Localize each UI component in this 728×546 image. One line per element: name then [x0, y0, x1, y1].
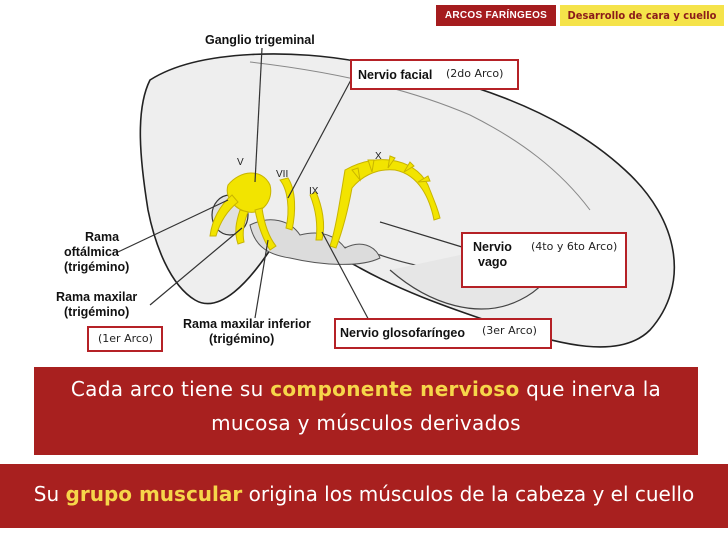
pharyngeal-arches	[249, 219, 381, 265]
footer-bar	[0, 464, 728, 528]
footer-text: Su grupo muscular origina los músculos d…	[0, 478, 728, 510]
label-facial-arc: (2do Arco)	[446, 67, 504, 80]
footer-pre: Su	[33, 482, 66, 506]
label-oftalmica-3: (trigémino)	[64, 260, 130, 274]
label-nervio-facial: Nervio facial	[358, 68, 433, 82]
mandibular-branch	[254, 207, 277, 251]
vagus-branches	[351, 155, 431, 183]
label-nervio-vago-2: vago	[478, 255, 508, 269]
label-oftalmica-2: oftálmica	[64, 245, 119, 259]
line-maxilar-inf	[254, 239, 269, 319]
ophthalmic-branch	[209, 194, 239, 237]
label-first-arc: (1er Arco)	[98, 332, 153, 345]
label-maxilar-inferior-2: (trigémino)	[209, 332, 275, 346]
embryo-inner-contour	[249, 61, 591, 211]
statement-panel	[34, 367, 698, 455]
label-box-facial	[350, 59, 519, 90]
section-tag: ARCOS FARÍNGEOS	[436, 5, 556, 26]
line-ganglio	[254, 47, 263, 183]
maxillary-branch	[235, 209, 249, 245]
label-oftalmica-1: Rama	[85, 230, 120, 244]
vagus-nerve	[329, 159, 441, 249]
line-maxilar	[149, 227, 243, 306]
label-nervio-glosofaringeo: Nervio glosofaríngeo	[340, 326, 466, 340]
label-roman-ix: IX	[309, 186, 319, 197]
statement-line1-pre: Cada arco tiene su	[70, 377, 271, 401]
label-maxilar-inferior-1: Rama maxilar inferior	[183, 317, 311, 331]
line-facial	[287, 77, 353, 199]
line-vago	[379, 221, 463, 248]
label-vago-arc: (4to y 6to Arco)	[531, 240, 618, 253]
leader-lines	[117, 47, 463, 327]
label-ganglio-trigeminal: Ganglio trigeminal	[205, 33, 315, 47]
line-glosofaringeo	[321, 231, 373, 327]
statement-line2: mucosa y músculos derivados	[211, 411, 521, 435]
label-maxilar-2: (trigémino)	[64, 305, 130, 319]
topic-tag: Desarrollo de cara y cuello	[560, 5, 724, 26]
label-glosofaringeo-arc: (3er Arco)	[482, 324, 537, 337]
label-roman-x: X	[375, 151, 382, 162]
label-maxilar-1: Rama maxilar	[56, 290, 138, 304]
label-box-vago	[461, 232, 627, 288]
statement-highlight: componente nervioso	[270, 377, 520, 401]
glossopharyngeal-nerve	[309, 191, 325, 241]
footer-post: origina los músculos de la cabeza y el c…	[242, 482, 695, 506]
label-roman-v: V	[237, 157, 244, 168]
line-oftalmica	[117, 199, 229, 253]
footer-highlight: grupo muscular	[65, 482, 243, 506]
statement-text: Cada arco tiene su componente nervioso q…	[34, 372, 698, 440]
nerves	[209, 155, 441, 251]
facial-nerve	[279, 177, 296, 231]
label-box-glosofaringeo	[334, 318, 552, 349]
label-roman-vii: VII	[276, 169, 289, 180]
label-box-first-arc	[87, 326, 163, 352]
label-nervio-vago-1: Nervio	[473, 240, 512, 254]
statement-line1-post: que inerva la	[519, 377, 662, 401]
